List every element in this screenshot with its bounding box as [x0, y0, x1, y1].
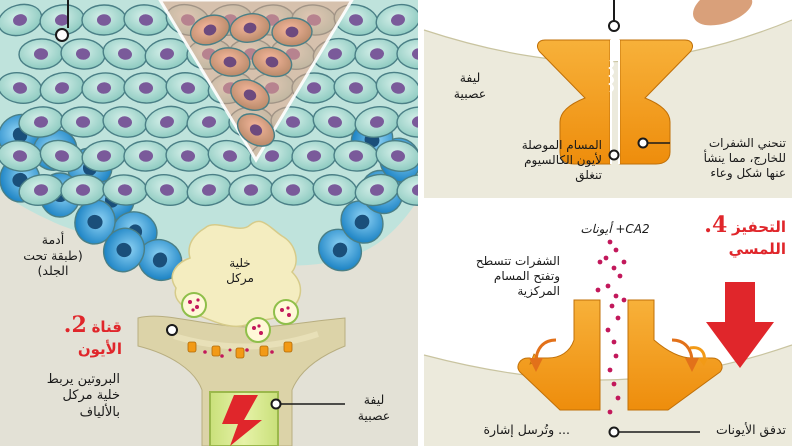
- cell: [229, 13, 271, 43]
- cell: [236, 113, 276, 147]
- cell: [102, 106, 148, 138]
- ion-dot: [611, 265, 617, 271]
- cell: [312, 105, 358, 139]
- ion-dot: [613, 293, 619, 299]
- ion-dot: [607, 239, 613, 245]
- cell: [165, 140, 211, 172]
- ion-dot: [615, 315, 621, 321]
- cell: [102, 227, 146, 273]
- nerve-fiber-label-right: ليفة عصبية: [453, 70, 487, 101]
- cell: [186, 106, 232, 138]
- cell: [312, 174, 358, 206]
- step2-number: 2.: [63, 312, 87, 338]
- cell: [189, 14, 231, 46]
- ion-dot: [617, 273, 623, 279]
- cell: [165, 72, 211, 104]
- merkel-cell-label: خلية مركل: [226, 256, 254, 285]
- ion-dot: [605, 283, 611, 289]
- cell: [0, 3, 43, 37]
- calcium-ions-label: أيونات +CA2: [580, 222, 650, 236]
- step4-number: 4.: [704, 212, 728, 238]
- channel-open: [517, 299, 723, 411]
- ion-dot: [613, 353, 619, 359]
- bend-arrows: [529, 338, 699, 372]
- cell: [60, 174, 106, 206]
- lightning-icon: [222, 395, 262, 446]
- ion-dot: [615, 395, 621, 401]
- cell: [186, 173, 232, 207]
- cell: [207, 139, 253, 173]
- cell: [123, 140, 169, 172]
- pointer-line: [55, 0, 69, 42]
- flaps-flatten-label: الشفرات تتسطح وتفتح المسام المركزية: [475, 254, 560, 298]
- ion-dot: [611, 381, 617, 387]
- panel-divider: [418, 0, 424, 446]
- cell: [144, 37, 190, 71]
- merkel-cell: [171, 220, 302, 343]
- nerve-fiber-label-left: ليفة عصبية: [357, 392, 391, 423]
- ion-dot: [611, 339, 617, 345]
- cell: [0, 71, 43, 105]
- step2-description: البروتين يربط خلية مركل بالألياف: [46, 372, 120, 420]
- cell: [123, 72, 169, 104]
- flaps-bend-label: تنحني الشفرات للخارج، مما ينشأ عنها شكل …: [703, 136, 786, 180]
- pink-cells: [189, 13, 313, 147]
- cell: [81, 4, 127, 36]
- cell: [251, 46, 293, 78]
- cell: [102, 174, 148, 206]
- ion-dot: [603, 255, 609, 261]
- cell: [340, 200, 384, 244]
- channel-closed: [537, 0, 693, 165]
- stimulus-arrow-icon: [706, 282, 774, 368]
- cell: [271, 17, 313, 47]
- cell: [60, 106, 106, 138]
- ion-dot: [621, 297, 627, 303]
- cell: [230, 79, 270, 111]
- cell: [291, 140, 337, 172]
- cell: [354, 38, 400, 70]
- cell: [60, 38, 106, 70]
- ion-dot: [621, 259, 627, 265]
- cell: [144, 173, 190, 207]
- cell: [375, 71, 421, 105]
- cell: [144, 105, 190, 139]
- cell: [18, 106, 64, 138]
- ion-dot: [613, 247, 619, 253]
- dermis-label: أدمة (طبقة تحت الجلد): [23, 232, 83, 279]
- cell: [317, 228, 363, 272]
- cell: [333, 140, 379, 172]
- ion-dot: [595, 287, 601, 293]
- cell: [209, 47, 251, 77]
- step4-title: التحفيز 4. اللمسي: [704, 212, 786, 258]
- calcium-pores-label: المسام الموصلة لأيون الكالسيوم تنغلق: [521, 138, 602, 182]
- finger-icon: [693, 0, 753, 26]
- step2-title: قناة 2. الأيون: [63, 312, 122, 358]
- membrane-channels: [166, 324, 319, 359]
- ion-flow-label: تدفق الأيونات: [715, 422, 786, 437]
- ion-dot: [597, 259, 603, 265]
- calcium-ions: [595, 239, 627, 415]
- cell: [354, 173, 400, 207]
- ion-dot: [609, 303, 615, 309]
- send-signal-label: ... وتُرسل إشارة: [483, 422, 570, 437]
- cell: [74, 199, 116, 245]
- fiber-pointer-left: [270, 398, 345, 410]
- ion-dot: [605, 327, 611, 333]
- dermis-region: [0, 260, 170, 360]
- ion-dot: [607, 409, 613, 415]
- cell: [81, 140, 127, 172]
- ion-flow-pointer: [608, 426, 700, 438]
- ion-dot: [607, 367, 613, 373]
